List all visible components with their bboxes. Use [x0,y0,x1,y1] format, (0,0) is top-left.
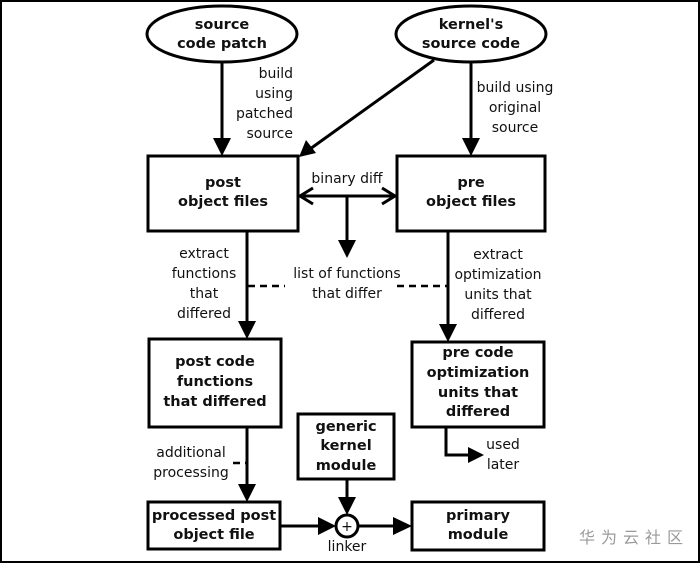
edge-pre-units-to-used-later: used later [444,427,520,473]
node-label-line: module [448,527,509,543]
node-label-line: processed post [152,508,276,524]
node-label-line: code patch [177,36,267,52]
edge-label-line: functions [172,266,236,282]
edge-kernel-source-to-post-objects [299,58,435,157]
edge-label-line: later [487,457,520,473]
node-label-line: primary [446,508,511,524]
edge-label-line: extract [179,246,229,262]
arrowhead-icon [338,497,356,515]
arrowhead-icon [462,138,480,156]
node-label-line: module [316,458,377,474]
box-post-code-functions [147,337,283,429]
arrowhead-icon [393,517,412,535]
edge-label-line: build using [477,80,554,96]
edge-label-line: source [247,126,294,142]
edge-label-extract-functions: extract functions that differed [172,246,236,322]
node-label-line: differed [446,404,510,420]
node-label-line: that differed [163,394,266,410]
node-primary-module: primary module [410,500,546,552]
open-arrowhead-icon [381,186,398,206]
edge-line [309,58,435,151]
linker-symbol: + [341,519,353,535]
box-post-object-files [146,154,300,233]
edge-label-extract-units: extract optimization units that differed [454,247,541,323]
edge-label-line: processing [153,465,228,481]
node-post-object-files: post object files [146,154,300,233]
edge-line [444,427,470,457]
label-list-of-functions: list of functions that differ [293,266,400,302]
node-source-code-patch: source code patch [145,4,299,64]
edge-label-line: build [259,66,293,82]
edge-label-binary-diff: binary diff [311,171,382,187]
edge-pre-objects-to-pre-units [439,231,457,342]
edge-label-build-patched: build using patched source [236,66,293,142]
node-kernel-source-code: kernel's source code [394,4,548,64]
box-pre-object-files [395,154,547,233]
edge-label-line: optimization [454,267,541,283]
edge-processed-to-linker [280,517,336,535]
watermark-text: 华为云社区 [579,528,689,547]
open-arrowhead-icon [297,186,314,206]
edge-linker-to-primary [358,517,412,535]
box-pre-code-units [410,340,546,429]
node-label-line: source code [422,36,520,52]
edge-binary-diff-to-list [338,196,356,258]
node-label-line: generic [315,419,376,435]
edge-kernel-source-to-pre-objects [462,62,480,156]
edge-post-objects-to-post-functions [238,231,256,339]
edge-generic-to-linker [338,479,356,515]
node-label-line: functions [177,374,253,390]
ellipse-kernel-source-code [394,4,548,64]
edge-label-line: that [190,286,219,302]
arrowhead-icon [213,138,231,156]
edge-label-line: differed [471,307,525,323]
edge-label-line: source [492,120,539,136]
edge-label-line: extract [473,247,523,263]
edge-label-line: original [489,100,541,116]
edge-label-line: differed [177,306,231,322]
node-label-line: pre [457,175,485,191]
edge-label-line: additional [156,445,226,461]
node-linker: + linker [328,513,367,555]
node-pre-object-files: pre object files [395,154,547,233]
edge-label-additional-processing: additional processing [153,445,228,481]
node-label-line: pre code [442,345,513,361]
arrowhead-icon [468,447,484,463]
linker-label: linker [328,539,367,555]
node-post-code-functions: post code functions that differed [147,337,283,429]
node-label-line: kernel [320,438,371,454]
node-label-line: kernel's [439,17,503,33]
node-label-line: units that [438,385,518,401]
label-line: list of functions [293,266,400,282]
node-label-line: post [205,175,241,191]
arrowhead-icon [238,321,256,339]
node-label-line: object file [173,527,254,543]
edge-label-line: patched [236,106,293,122]
node-label-line: source [195,17,250,33]
edge-label-line: used [486,437,520,453]
edge-label-build-original: build using original source [477,80,554,136]
node-pre-code-units: pre code optimization units that differe… [410,340,546,429]
node-label-line: post code [175,354,255,370]
ellipse-source-code-patch [145,4,299,64]
node-generic-kernel-module: generic kernel module [296,412,396,481]
edge-label-line: using [255,86,293,102]
label-line: that differ [312,286,382,302]
box-primary-module [410,500,546,552]
node-processed-post-object-file: processed post object file [146,500,282,551]
edge-post-functions-to-processed [233,427,256,502]
edge-source-patch-to-post-objects [213,62,231,156]
edge-label-line: units that [464,287,532,303]
arrowhead-icon [238,484,256,502]
arrowhead-icon [338,240,356,258]
arrowhead-icon [318,517,336,535]
arrowhead-icon [299,140,316,157]
box-generic-kernel-module [296,412,396,481]
node-label-line: optimization [427,365,530,381]
arrowhead-icon [439,324,457,342]
node-label-line: object files [178,194,268,210]
node-label-line: object files [426,194,516,210]
